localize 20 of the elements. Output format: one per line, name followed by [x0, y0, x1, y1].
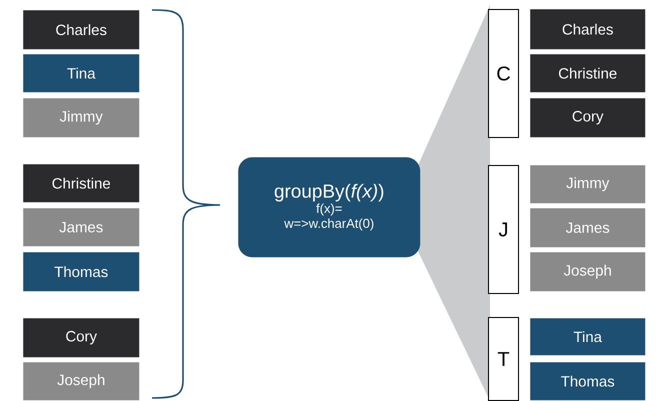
letter-box: J	[488, 165, 519, 294]
name-box: Tina	[23, 54, 140, 92]
name-box: Christine	[23, 164, 140, 202]
name-box: Joseph	[23, 362, 140, 400]
name-box: Thomas	[530, 362, 646, 400]
name-box: Jimmy	[23, 98, 140, 138]
name-box: Tina	[530, 318, 646, 356]
name-box: Joseph	[530, 252, 646, 292]
name-box: Cory	[530, 98, 646, 138]
name-box: James	[530, 208, 646, 248]
letter-box: T	[488, 317, 519, 401]
name-box: Thomas	[23, 252, 140, 292]
name-box: Jimmy	[530, 165, 646, 204]
name-box: Christine	[530, 54, 646, 92]
name-box: Charles	[530, 9, 646, 50]
name-box: James	[23, 208, 140, 246]
letter-box: C	[488, 9, 519, 138]
function-box: groupBy(f(x)) f(x)= w=>w.charAt(0)	[238, 157, 420, 258]
name-box: Cory	[23, 318, 140, 358]
name-box: Charles	[23, 10, 140, 50]
